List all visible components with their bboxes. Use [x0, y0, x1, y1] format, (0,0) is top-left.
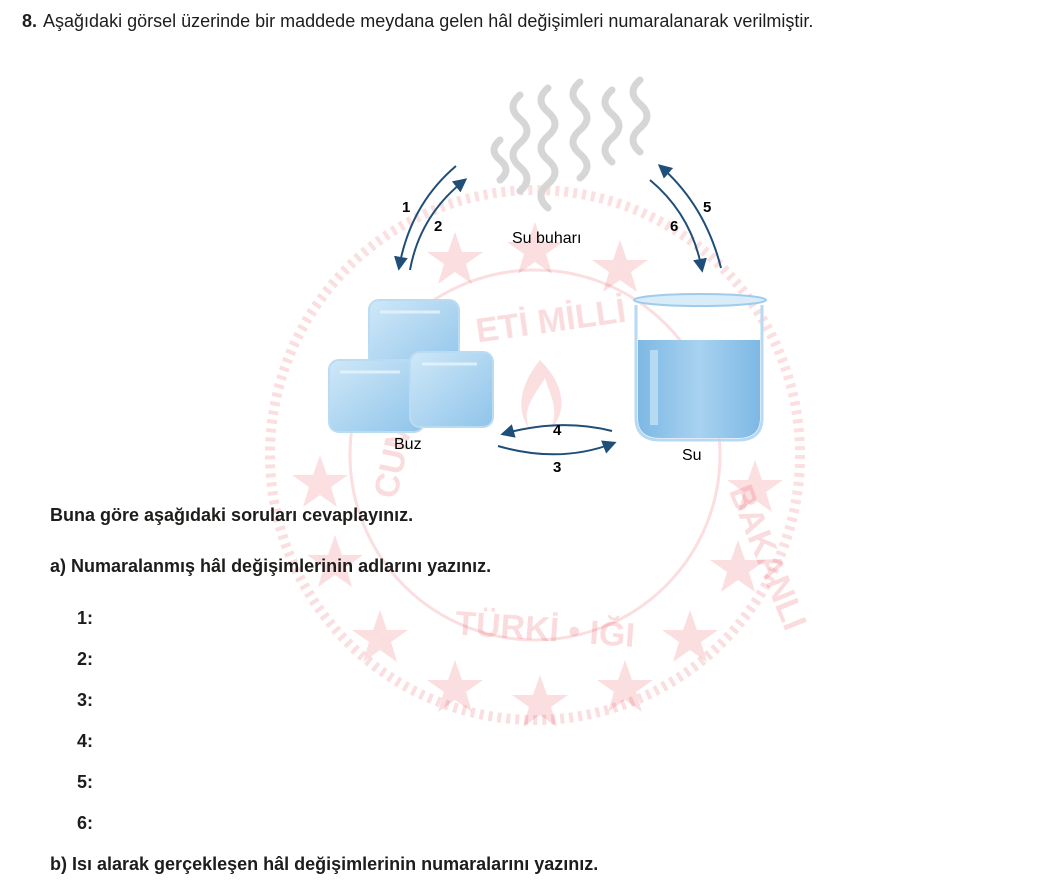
answer-line-1: 1:	[77, 608, 94, 628]
watermark-star	[592, 240, 648, 292]
watermark-flame	[521, 360, 562, 430]
arrow-number-1: 1	[402, 199, 410, 216]
arrow-number-6: 6	[670, 218, 678, 235]
beaker-illustration	[633, 293, 767, 442]
watermark-star	[512, 675, 568, 727]
question-header: 8.Aşağıdaki görsel üzerinde bir maddede …	[22, 11, 813, 32]
arrow-number-2: 2	[434, 218, 442, 235]
watermark-star	[307, 535, 363, 587]
answer-line-3: 3:	[77, 690, 94, 710]
watermark-star	[427, 660, 483, 712]
arrow-3	[497, 440, 617, 456]
arrow-number-3: 3	[553, 459, 561, 476]
arrow-1	[394, 165, 457, 271]
arrow-4	[500, 424, 613, 438]
ice-cubes-illustration	[328, 299, 494, 433]
answer-line-2: 2:	[77, 649, 94, 669]
watermark-star	[727, 460, 783, 512]
arrow-number-4: 4	[553, 422, 562, 439]
part-b-prompt: b) Isı alarak gerçekleşen hâl değişimler…	[50, 854, 599, 874]
watermark-star	[710, 540, 766, 592]
arrow-6	[649, 179, 707, 273]
watermark-star	[597, 660, 653, 712]
answer-line-5: 5:	[77, 772, 94, 792]
arrow-5	[657, 164, 722, 269]
label-vapor: Su buharı	[512, 230, 581, 247]
question-text: Aşağıdaki görsel üzerinde bir maddede me…	[43, 11, 814, 31]
watermark-star	[292, 455, 348, 507]
arrow-number-5: 5	[703, 199, 711, 216]
watermark-star	[507, 222, 563, 274]
vapor-illustration	[490, 76, 651, 212]
label-water: Su	[682, 447, 702, 464]
instructions-text: Buna göre aşağıdaki soruları cevaplayını…	[50, 505, 414, 525]
arrow-2	[409, 178, 468, 271]
watermark-star	[427, 232, 483, 284]
watermark-star	[352, 610, 408, 662]
answer-line-4: 4:	[77, 731, 94, 751]
answer-line-6: 6:	[77, 813, 94, 833]
part-a-prompt: a) Numaralanmış hâl değişimlerinin adlar…	[50, 556, 492, 576]
question-number: 8.	[22, 11, 38, 31]
label-ice: Buz	[394, 436, 422, 453]
watermark-star	[662, 610, 718, 662]
